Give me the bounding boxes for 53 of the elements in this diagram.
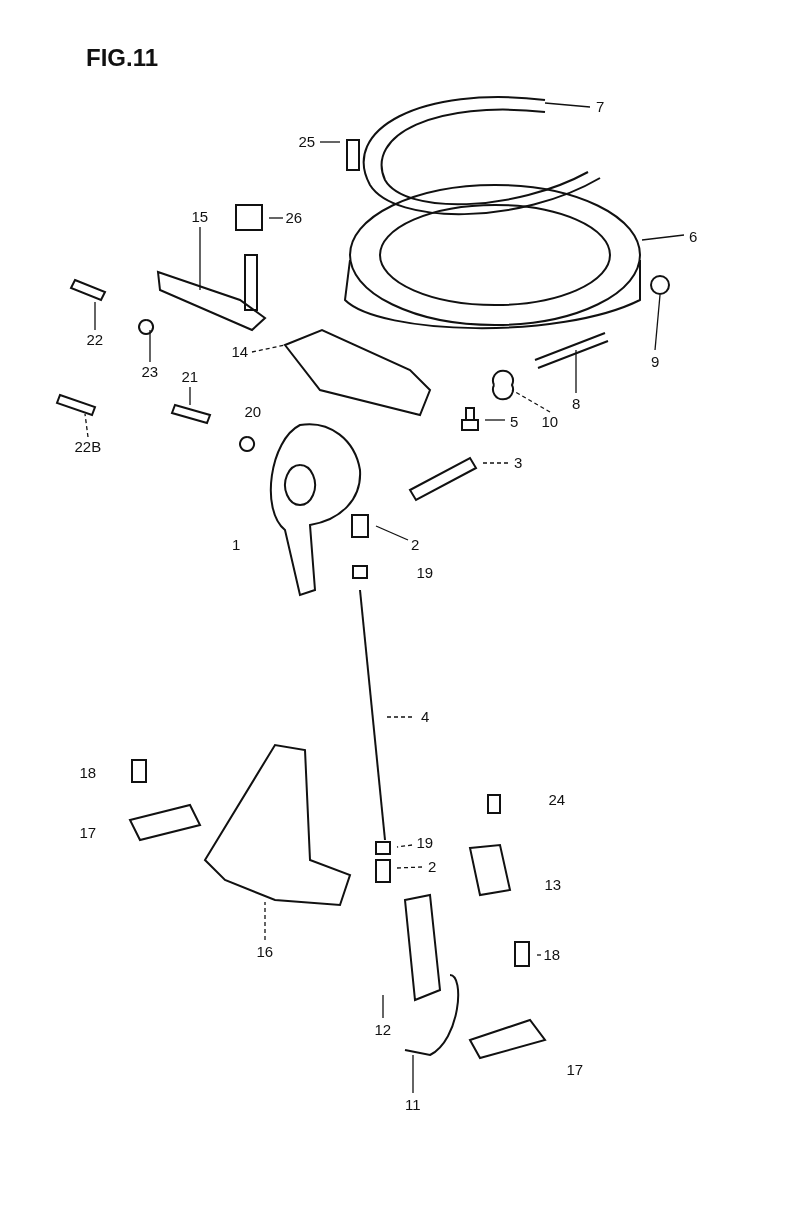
callout-number: 16 xyxy=(256,944,274,960)
leader-line xyxy=(149,329,151,363)
callout-number: 2 xyxy=(411,537,420,553)
leader-line xyxy=(199,226,201,291)
callout-number: 22B xyxy=(74,439,102,455)
leader-line xyxy=(534,954,542,956)
callout-number: 25 xyxy=(298,134,316,150)
callout-number: 17 xyxy=(566,1062,584,1078)
callout-number: 19 xyxy=(416,565,434,581)
leader-line xyxy=(251,344,286,353)
leader-line xyxy=(319,141,341,143)
leader-line xyxy=(575,349,577,394)
callout-number: 18 xyxy=(79,765,97,781)
leader-line xyxy=(189,386,191,406)
callout-number: 14 xyxy=(231,344,249,360)
callout-number: 22 xyxy=(86,332,104,348)
callout-number: 2 xyxy=(428,859,437,875)
callout-number: 1 xyxy=(232,537,241,553)
figure-title: FIG.11 xyxy=(86,44,159,72)
callout-number: 20 xyxy=(244,404,262,420)
leader-line xyxy=(375,525,409,541)
callout-number: 9 xyxy=(651,354,660,370)
callout-number: 5 xyxy=(510,414,519,430)
callout-number: 15 xyxy=(191,209,209,225)
leader-line xyxy=(84,413,89,438)
leader-line xyxy=(412,1054,414,1094)
leader-line xyxy=(654,294,661,351)
leader-line xyxy=(544,102,591,108)
callout-number: 18 xyxy=(543,947,561,963)
callout-number: 6 xyxy=(689,229,698,245)
leader-line xyxy=(94,301,96,331)
leader-line xyxy=(396,844,413,848)
leader-line xyxy=(382,994,384,1019)
callout-number: 11 xyxy=(405,1097,421,1113)
leader-line xyxy=(484,419,506,421)
callout-number: 24 xyxy=(548,792,566,808)
callout-number: 12 xyxy=(374,1022,392,1038)
leader-line xyxy=(264,901,266,941)
callout-number: 19 xyxy=(416,835,434,851)
callout-number: 21 xyxy=(181,369,199,385)
callout-number: 4 xyxy=(421,709,430,725)
leader-line xyxy=(268,217,284,219)
callout-number: 17 xyxy=(79,825,97,841)
callout-number: 13 xyxy=(544,877,562,893)
callout-number: 3 xyxy=(514,455,523,471)
callout-number: 10 xyxy=(541,414,559,430)
callout-number: 23 xyxy=(141,364,159,380)
leader-line xyxy=(511,389,551,413)
leader-line xyxy=(641,234,685,241)
callout-number: 7 xyxy=(596,99,605,115)
callout-number: 8 xyxy=(572,396,581,412)
leader-line xyxy=(396,866,423,869)
callout-number: 26 xyxy=(285,210,303,226)
